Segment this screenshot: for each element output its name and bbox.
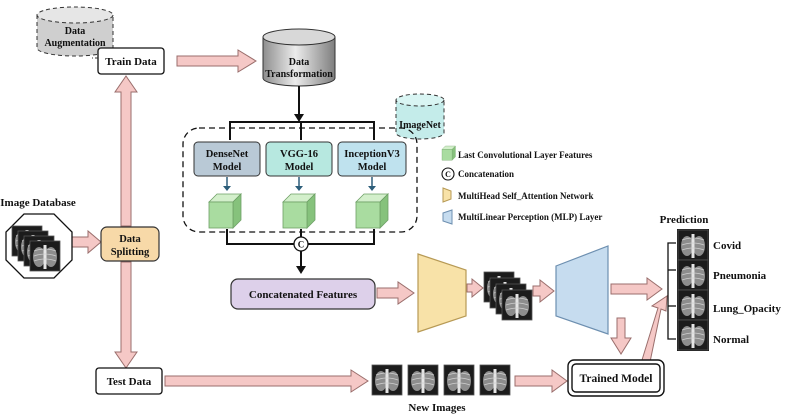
arrow-newimages-to-trained xyxy=(514,369,568,393)
test-data-box: Test Data xyxy=(95,367,163,395)
inceptionv3-feature-cube-icon xyxy=(355,193,389,229)
image-database-label: Image Database xyxy=(0,197,76,209)
legend-item-attention: MultiHead Self_Attention Network xyxy=(442,187,593,203)
concatenated-features-label: Concatenated Features xyxy=(249,289,358,301)
green-cube-icon xyxy=(441,145,456,161)
vgg16-label-2: Model xyxy=(285,162,314,173)
concat-arrowhead xyxy=(296,266,306,274)
train-data-box: Train Data xyxy=(97,47,165,75)
arrow-database-to-splitting xyxy=(71,229,102,255)
class-label-covid: Covid xyxy=(713,240,741,252)
transformation-branch-lines xyxy=(229,86,375,140)
new-images-label: New Images xyxy=(408,402,466,414)
concat-symbol: C xyxy=(298,240,305,250)
trained-model-label: Trained Model xyxy=(580,373,653,385)
legend-item-features: Last Convolutional Layer Features xyxy=(441,145,593,161)
attention-features-images xyxy=(483,271,533,321)
new-xray-image xyxy=(371,364,403,396)
data-augmentation-cylinder: Data Augmentation xyxy=(36,6,114,57)
arrow-splitting-to-test xyxy=(114,261,138,369)
arrow-features-to-mlp xyxy=(532,278,555,304)
densenet-model-box: DenseNet Model xyxy=(193,141,261,177)
yellow-trapezoid-icon xyxy=(442,187,452,203)
arrow-test-to-newimages xyxy=(164,369,369,393)
new-xray-image xyxy=(479,364,511,396)
arrow-splitting-to-train xyxy=(114,75,138,227)
mlp-trapezoid-icon xyxy=(555,245,609,335)
data-splitting-label-2: Splitting xyxy=(111,247,150,258)
new-xray-image xyxy=(443,364,475,396)
transformation-arrowhead xyxy=(294,114,304,122)
legend-label-features: Last Convolutional Layer Features xyxy=(458,150,593,160)
feature-xray-image xyxy=(501,289,533,321)
concat-circle-icon xyxy=(441,167,455,181)
new-xray-image xyxy=(407,364,439,396)
densenet-feature-cube-icon xyxy=(208,193,242,229)
densenet-label-2: Model xyxy=(213,162,242,173)
pneumonia-xray-image xyxy=(677,259,709,291)
class-label-pneumonia: Pneumonia xyxy=(713,270,767,282)
legend-item-mlp: MultiLinear Perception (MLP) Layer xyxy=(442,209,602,225)
class-label-lung-opacity: Lung_Opacity xyxy=(713,303,781,315)
arrow-mlp-to-prediction xyxy=(610,277,663,301)
data-transformation-cylinder: Data Transformation xyxy=(262,28,336,87)
prediction-label: Prediction xyxy=(660,214,709,226)
train-data-label: Train Data xyxy=(105,56,157,68)
class-label-normal: Normal xyxy=(713,334,749,346)
model-to-feature-arrows xyxy=(223,177,376,191)
legend-concat-symbol: C xyxy=(445,170,451,179)
image-database: Image Database xyxy=(0,197,76,279)
legend-label-concatenation: Concatenation xyxy=(458,169,514,179)
legend: Last Convolutional Layer Features C Conc… xyxy=(441,145,602,225)
prediction-images xyxy=(677,229,709,351)
data-splitting-box: Data Splitting xyxy=(100,226,160,262)
normal-xray-image xyxy=(677,319,709,351)
arrow-attention-to-features xyxy=(466,277,484,299)
prediction-bracket xyxy=(667,242,676,340)
data-transformation-label-2: Transformation xyxy=(265,69,333,80)
lung-opacity-xray-image xyxy=(677,289,709,321)
legend-label-attention: MultiHead Self_Attention Network xyxy=(458,191,593,201)
blue-trapezoid-icon xyxy=(442,209,453,225)
new-images-group: New Images xyxy=(371,364,511,414)
concat-circle-icon: C xyxy=(293,236,309,252)
densenet-label-1: DenseNet xyxy=(206,149,249,160)
trained-model-box: Trained Model xyxy=(567,359,665,397)
arrow-trained-to-prediction xyxy=(641,295,668,363)
concatenated-features-box: Concatenated Features xyxy=(230,278,376,310)
covid-xray-image xyxy=(677,229,709,261)
attention-trapezoid-icon xyxy=(417,253,467,333)
imagenet-label: ImageNet xyxy=(399,120,441,131)
data-transformation-label-1: Data xyxy=(289,57,310,68)
data-augmentation-label-1: Data xyxy=(65,26,86,37)
legend-item-concatenation: C Concatenation xyxy=(441,167,514,181)
vgg16-feature-cube-icon xyxy=(282,193,316,229)
imagenet-cylinder: ImageNet xyxy=(395,93,445,140)
data-splitting-label-1: Data xyxy=(119,234,141,245)
arrow-concat-to-attention xyxy=(376,281,415,305)
inceptionv3-model-box: InceptionV3 Model xyxy=(337,141,407,177)
test-data-label: Test Data xyxy=(107,376,152,388)
inceptionv3-label-1: InceptionV3 xyxy=(344,149,399,160)
inceptionv3-label-2: Model xyxy=(358,162,387,173)
database-xray-image xyxy=(29,240,61,272)
arrow-mlp-to-trained xyxy=(610,317,632,355)
arrow-train-to-transformation xyxy=(176,49,257,73)
legend-label-mlp: MultiLinear Perception (MLP) Layer xyxy=(458,212,602,222)
vgg16-label-1: VGG-16 xyxy=(280,149,318,160)
data-augmentation-label-2: Augmentation xyxy=(44,38,106,49)
vgg16-model-box: VGG-16 Model xyxy=(265,141,333,177)
